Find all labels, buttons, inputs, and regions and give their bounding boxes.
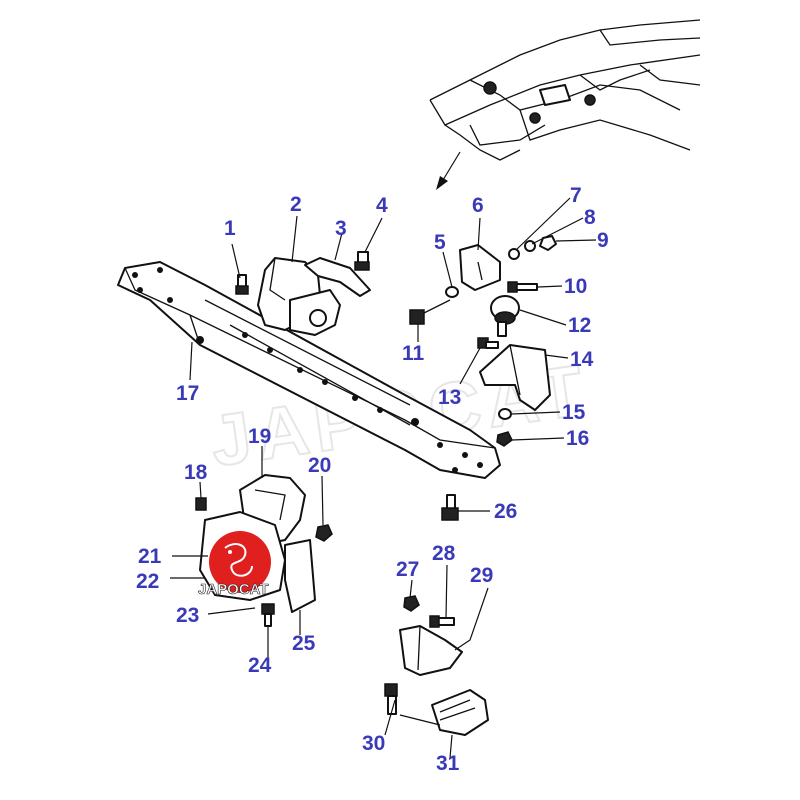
- japocat-logo: JAPOCAT: [198, 531, 271, 598]
- washer-7: [508, 248, 520, 260]
- bolt-13: [477, 337, 499, 349]
- callout-9: 9: [597, 229, 609, 252]
- callout-3: 3: [335, 217, 347, 240]
- callout-8: 8: [584, 206, 596, 229]
- callout-6: 6: [472, 194, 484, 217]
- bolt-18: [195, 497, 207, 511]
- bolt-28: [429, 615, 455, 628]
- crossmember: [117, 261, 501, 479]
- callout-4: 4: [376, 194, 388, 217]
- callout-13: 13: [438, 386, 461, 409]
- callout-29: 29: [470, 564, 493, 587]
- nut-9: [539, 235, 557, 251]
- callout-17: 17: [176, 382, 199, 405]
- callout-31: 31: [436, 752, 460, 775]
- callout-16: 16: [566, 427, 589, 450]
- callout-19: 19: [248, 425, 271, 448]
- bracket-29: [399, 625, 463, 676]
- bolt-26: [441, 494, 459, 521]
- nut-20: [315, 524, 333, 542]
- callout-30: 30: [362, 732, 385, 755]
- bolt-4: [354, 251, 370, 271]
- callout-28: 28: [432, 542, 456, 565]
- bolt-10: [507, 281, 538, 293]
- leader-lines: [170, 197, 597, 759]
- callout-12: 12: [568, 314, 591, 337]
- callout-11: 11: [402, 342, 425, 365]
- callout-23: 23: [176, 604, 199, 627]
- bolt-11: [409, 299, 451, 325]
- callout-5: 5: [434, 231, 446, 254]
- washer-5: [445, 286, 459, 298]
- logo-badge: [209, 531, 271, 593]
- nut-16: [496, 431, 513, 447]
- callout-24: 24: [248, 654, 272, 677]
- insulator-bracket-6: [459, 244, 501, 291]
- callout-20: 20: [308, 454, 331, 477]
- logo-text: JAPOCAT: [198, 581, 269, 598]
- callout-27: 27: [396, 558, 419, 581]
- callout-25: 25: [292, 632, 316, 655]
- callout-21: 21: [138, 545, 162, 568]
- vehicle-frame-overview: [429, 19, 701, 161]
- callout-1: 1: [224, 217, 236, 240]
- bracket-3: [304, 257, 371, 297]
- bracket-14: [479, 344, 551, 411]
- bolt-24: [261, 603, 275, 627]
- bolt-30: [384, 683, 398, 715]
- washer-15: [498, 408, 512, 420]
- nut-27: [403, 595, 420, 612]
- callout-22: 22: [136, 570, 159, 593]
- callout-2: 2: [290, 193, 302, 216]
- callout-26: 26: [494, 500, 517, 523]
- callout-18: 18: [184, 461, 208, 484]
- arrow-down-icon: [436, 151, 461, 190]
- callout-10: 10: [564, 275, 587, 298]
- callout-7: 7: [570, 184, 582, 207]
- bolt-1: [235, 274, 249, 295]
- washer-8: [524, 240, 536, 252]
- callout-15: 15: [562, 401, 586, 424]
- bracket-25: [284, 539, 316, 613]
- insulator-31: [431, 689, 489, 736]
- callout-14: 14: [570, 348, 594, 371]
- insulator-12: [490, 295, 520, 337]
- engine-mount-bracket: [257, 257, 341, 336]
- callouts: 1 2 3 4 5 6 7 8 9 10 11 12 13 14 15 16 1…: [136, 184, 609, 775]
